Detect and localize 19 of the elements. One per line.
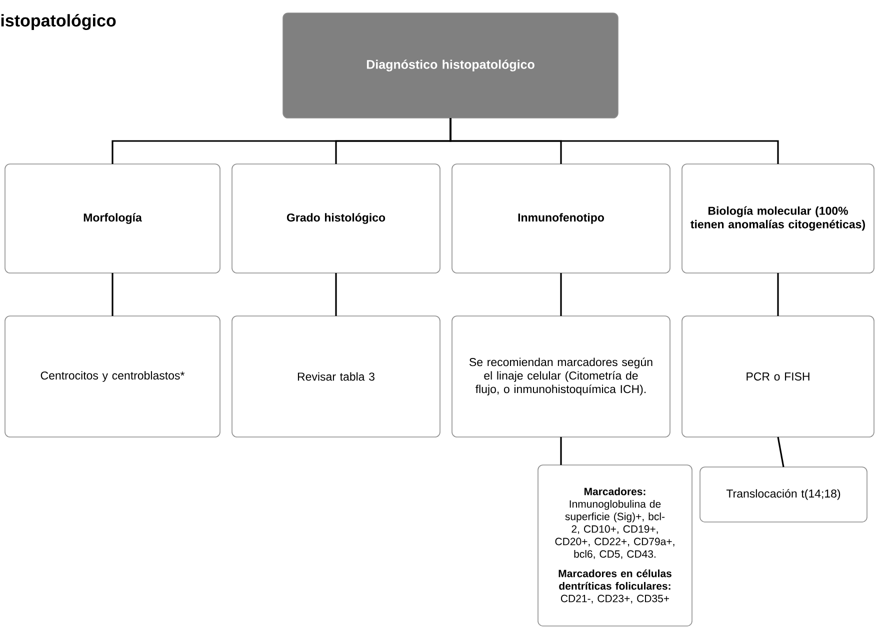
category-box: Morfología	[4, 164, 220, 274]
connector-line	[112, 273, 114, 316]
detail-box: PCR o FISH	[682, 316, 874, 438]
connector-line	[777, 273, 779, 316]
connector-line	[560, 437, 562, 465]
detail-box: Marcadores: Inmunoglobulina de superficie (Sig)+, bcl-2, CD10+, CD19+, CD20+, CD22+, CD79a+, bcl6, CD5, CD43. Marcadores en células dentríticas foliculares: CD21-, CD23+, CD35+	[538, 464, 692, 626]
connector-line	[777, 436, 784, 468]
detail-box: Centrocitos y centroblastos*	[4, 316, 220, 438]
main-box: Diagnóstico histopatológico	[282, 12, 618, 118]
connector-line	[560, 273, 562, 316]
category-box: Grado histológico	[232, 164, 440, 274]
category-box: Inmunofenotipo	[452, 164, 670, 274]
detail-box: Revisar tabla 3	[232, 316, 440, 438]
category-box: Biología molecular (100% tienen anomalías citogenéticas)	[682, 164, 874, 274]
heading: istopatológico	[1, 14, 116, 30]
detail-box: Se recomiendan marcadores según el linaje celular (Citometría de flujo, o inmunohistoquímica ICH).	[452, 316, 670, 438]
connector-line	[450, 118, 779, 164]
connector-line	[335, 273, 337, 316]
detail-box: Translocación t(14;18)	[700, 466, 868, 522]
